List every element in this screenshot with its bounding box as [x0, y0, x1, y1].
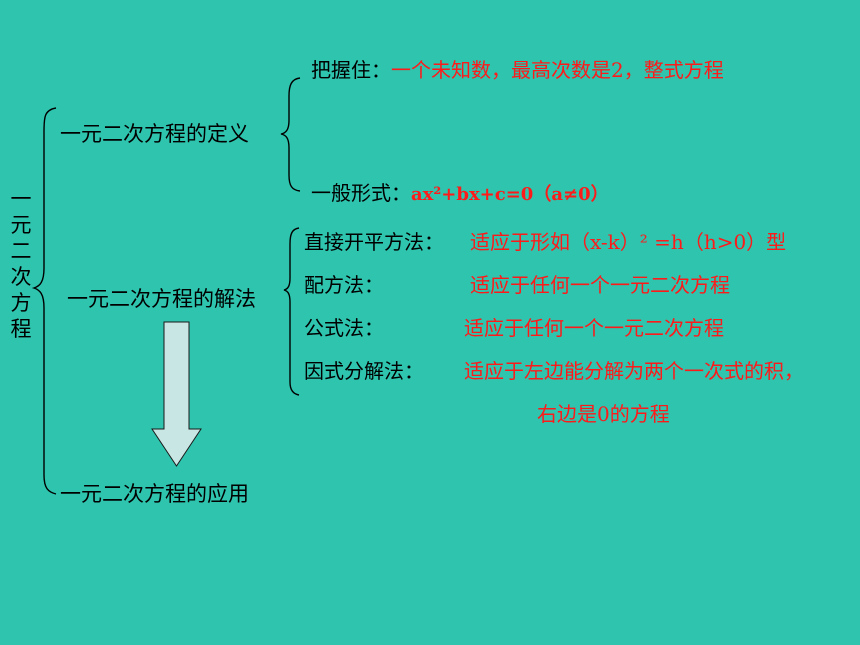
- definition-label: 一般形式：: [311, 181, 411, 205]
- root-char: 元: [10, 213, 32, 237]
- definition-value: 一个未知数，最高次数是2，整式方程: [391, 58, 724, 82]
- branch-application: 一元二次方程的应用: [60, 482, 249, 506]
- root-title: 一 元 二 次 方 程: [8, 186, 34, 342]
- branch-solutions: 一元二次方程的解法: [67, 287, 256, 311]
- method-value: 适应于任何一个一元二次方程: [464, 316, 724, 340]
- method-value: 适应于任何一个一元二次方程: [470, 273, 730, 297]
- definition-label: 把握住：: [311, 58, 391, 82]
- method-label: 配方法：: [304, 273, 384, 297]
- method-label: 因式分解法：: [304, 359, 424, 383]
- definition-item: 一般形式：ax²+bx+c=0（a≠0）: [311, 180, 609, 208]
- root-char: 次: [10, 265, 32, 289]
- main-brace: [31, 107, 57, 495]
- definition-item: 把握住：一个未知数，最高次数是2，整式方程: [311, 57, 724, 83]
- method-label: 直接开平方法：: [304, 230, 444, 254]
- method-value: 适应于形如（x-k）² =h（h>0）型: [470, 230, 787, 254]
- root-char: 方: [10, 291, 32, 315]
- method-value: 适应于左边能分解为两个一次式的积，: [464, 359, 804, 383]
- definition-brace: [280, 77, 301, 192]
- branch-definition: 一元二次方程的定义: [60, 122, 249, 146]
- definition-value: ax²+bx+c=0（a≠0）: [411, 184, 609, 205]
- down-arrow: [151, 321, 202, 467]
- method-value-cont: 右边是0的方程: [537, 402, 670, 426]
- solutions-brace: [283, 227, 300, 396]
- method-label: 公式法：: [304, 316, 384, 340]
- root-char: 二: [10, 239, 32, 263]
- root-char: 一: [10, 187, 32, 211]
- root-char: 程: [10, 317, 32, 341]
